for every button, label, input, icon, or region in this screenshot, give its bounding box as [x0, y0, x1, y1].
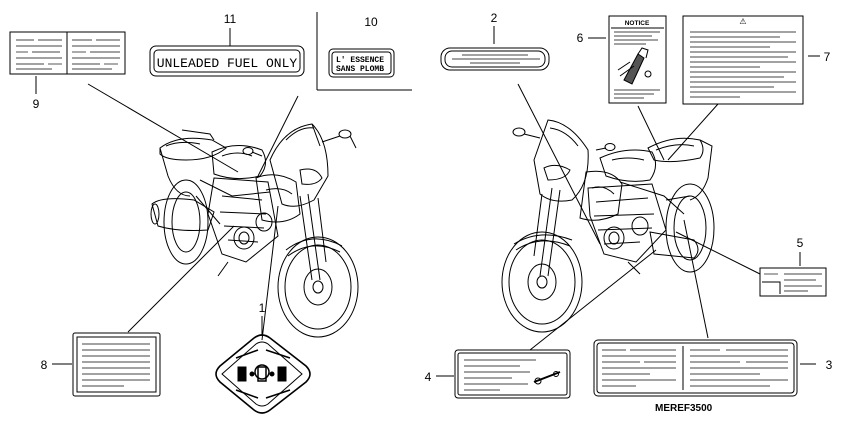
callout-3: 3 [826, 358, 833, 372]
label-11-unleaded-fuel: UNLEADED FUEL ONLY [149, 45, 305, 77]
label-2-sticker [440, 47, 550, 71]
label-5-sticker [759, 267, 827, 297]
essence-line-2: SANS PLOMB [336, 65, 384, 74]
essence-line-1: L' ESSENCE [336, 56, 384, 65]
tire-illustration [617, 47, 652, 85]
part-code: MEREF3500 [655, 403, 713, 414]
label-7-warning: ⚠ [682, 15, 804, 105]
label-10-essence-sans-plomb: L' ESSENCE SANS PLOMB [328, 48, 395, 78]
emblem-center-marks [237, 364, 287, 382]
label-3-spec [593, 339, 798, 397]
label-1-diamond-emblem [215, 334, 311, 414]
label-6-notice: NOTICE [608, 15, 667, 104]
callout-8: 8 [41, 358, 48, 372]
warning-triangle-icon: ⚠ [739, 17, 746, 26]
label-8-sticker [72, 332, 161, 397]
callout-10: 10 [364, 15, 378, 29]
chain-adjust-icon [533, 371, 561, 385]
label-4-chain [454, 349, 571, 399]
callout-4: 4 [425, 370, 432, 384]
leader-lines [35, 26, 820, 377]
callout-9: 9 [33, 97, 40, 111]
motorcycle-right-view [501, 119, 715, 333]
callout-1: 1 [259, 301, 266, 315]
unleaded-fuel-text: UNLEADED FUEL ONLY [157, 56, 298, 71]
callout-7: 7 [824, 50, 831, 64]
callout-6: 6 [577, 31, 584, 45]
motorcycle-left-view [150, 123, 359, 338]
notice-heading: NOTICE [625, 20, 650, 27]
callout-numbers: 11 10 2 6 7 9 5 1 8 3 4 [33, 11, 833, 384]
callout-5: 5 [797, 236, 804, 250]
separator-line [316, 12, 412, 91]
label-9-sticker [9, 31, 126, 75]
callout-11: 11 [224, 12, 237, 26]
callout-2: 2 [491, 11, 498, 25]
